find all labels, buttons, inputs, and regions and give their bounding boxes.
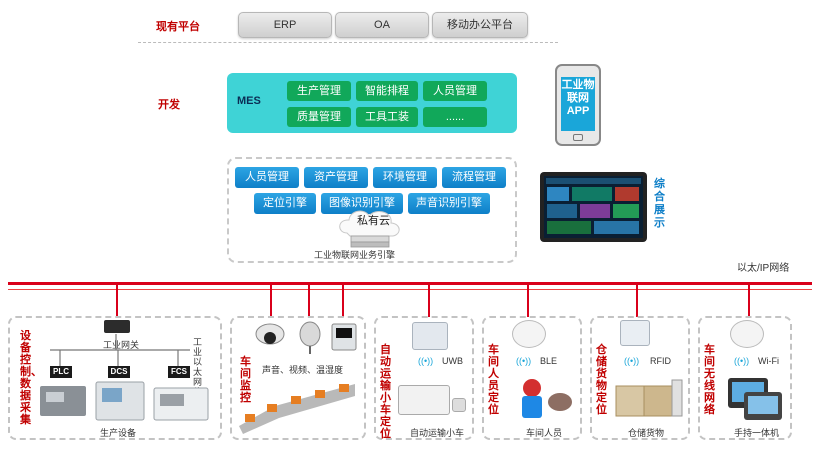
wifi-signal-icon: ((•)) [418,356,434,366]
dashboard-screen [546,178,641,234]
mes-item-scheduling[interactable]: 智能排程 [356,81,418,101]
drop-line [308,285,310,317]
warehouse-goods-label: 仓储货物 [628,428,665,438]
phone-app-icon[interactable]: 工业物联网APP [555,64,601,146]
dashboard-monitor-icon [540,172,647,242]
uwb-anchor-icon [412,322,448,350]
gateway-label: 工业网关 [103,340,140,350]
agv-cart-icon [398,385,450,415]
cloud-icon [339,210,400,248]
panel-agv-locating [374,316,474,440]
production-machines-icon [40,381,209,421]
panel-device-control-title: 设备控制、数据采集 [20,330,42,426]
phone-app-label: 工业物联网APP [561,77,595,131]
personnel-label: 车间人员 [526,428,563,438]
drop-line [116,285,118,317]
panel-wireless-network [698,316,792,440]
label-development: 开发 [158,99,180,111]
uwb-tag-icon [452,398,466,412]
iot-environment-button[interactable]: 环境管理 [373,167,437,188]
oa-button[interactable]: OA [335,12,429,38]
drop-line [428,285,430,317]
mes-item-production[interactable]: 生产管理 [287,81,351,101]
cloud-label: 私有云 [357,215,390,227]
engine-label: 工业物联网业务引擎 [314,250,396,260]
warehouse-goods-icon [615,379,683,417]
mes-item-quality[interactable]: 质量管理 [287,107,351,127]
drop-line [270,285,272,317]
rfid-label: RFID [650,356,671,366]
ble-label: BLE [540,356,558,366]
panel-workshop-monitor-title: 车间监控 [240,356,251,404]
panel-personnel-locating [482,316,582,440]
panel-warehouse-locating [590,316,690,440]
iot-process-button[interactable]: 流程管理 [442,167,506,188]
network-label: 以太/IP网络 [737,263,790,274]
plc-tag: PLC [50,366,72,378]
rfid-reader-icon [620,320,650,346]
drop-line [636,285,638,317]
image-engine-button[interactable]: 图像识别引擎 [321,193,403,214]
drop-line [527,285,529,317]
iot-asset-button[interactable]: 资产管理 [304,167,368,188]
uwb-label: UWB [442,356,463,366]
label-existing-platform: 现有平台 [156,21,200,33]
assembly-line-icon [239,384,355,434]
mes-item-personnel[interactable]: 人员管理 [423,81,487,101]
dcs-tag: DCS [108,366,130,378]
fcs-tag: FCS [168,366,190,378]
drop-line [748,285,750,317]
panel-workshop-monitor [230,316,366,440]
production-equipment-label: 生产设备 [100,428,137,438]
mobile-office-button[interactable]: 移动办公平台 [432,12,528,38]
camera-mic-sensor-icons [255,321,357,354]
sensor-caption: 声音、视频、温湿度 [262,365,344,375]
agv-label: 自动运输小车 [410,428,465,438]
erp-button[interactable]: ERP [238,12,332,38]
locating-engine-button[interactable]: 定位引擎 [254,193,316,214]
ethernet-bus [8,282,812,285]
wifi-ap-icon [730,320,764,348]
mes-item-more[interactable]: ...... [423,107,487,127]
panel-device-control [8,316,222,440]
ble-beacon-icon [512,320,546,348]
wifi-label: Wi-Fi [758,356,779,366]
network-lines [50,334,190,366]
display-label: 综合展示 [654,178,665,229]
worker-icon [522,379,572,418]
sound-engine-button[interactable]: 声音识别引擎 [408,193,490,214]
mes-item-tooling[interactable]: 工具工装 [356,107,418,127]
phone-home-button [573,134,583,141]
panel-agv-locating-title: 自动运输小车定位 [380,344,391,440]
wifi-signal-icon: ((•)) [516,356,532,366]
wifi-signal-icon: ((•)) [734,356,750,366]
mes-label: MES [237,95,261,107]
divider [138,42,558,43]
wifi-signal-icon: ((•)) [624,356,640,366]
panel-wireless-network-title: 车间无线网络 [704,344,715,416]
panel-warehouse-locating-title: 仓储货物定位 [596,344,607,416]
mes-box: MES 生产管理 智能排程 人员管理 质量管理 工具工装 ...... [227,73,517,133]
panel-personnel-locating-title: 车间人员定位 [488,344,499,416]
drop-line [342,285,344,317]
ethernet-bus-secondary [8,289,812,290]
handheld-label: 手持一体机 [734,428,780,438]
iot-platform-box [227,157,517,263]
iot-personnel-button[interactable]: 人员管理 [235,167,299,188]
gateway-icon [104,320,130,333]
handheld-terminal-icon [728,378,782,420]
